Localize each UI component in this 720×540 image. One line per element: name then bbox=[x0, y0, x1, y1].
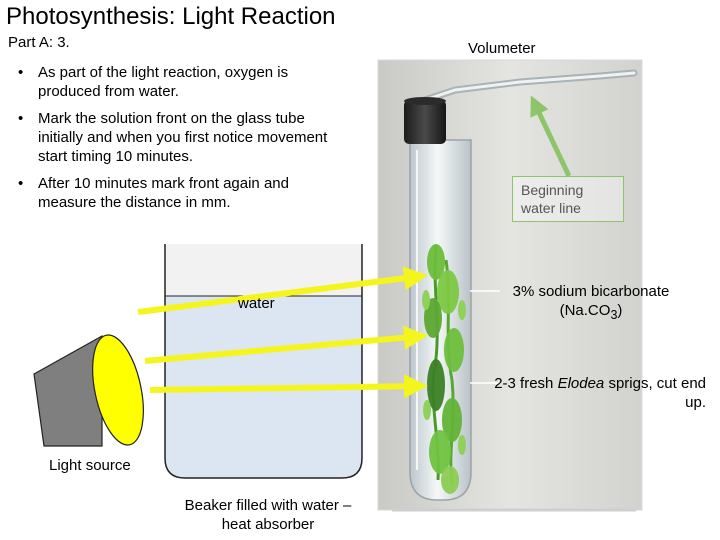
bicarbonate-label: 3% sodium bicarbonate (Na.CO3) bbox=[482, 282, 700, 325]
beaker-label: Beaker filled with water – heat absorber bbox=[184, 497, 352, 533]
rubber-stopper bbox=[404, 100, 446, 144]
water-label: water bbox=[238, 295, 275, 312]
bicarbonate-formula: (Na.CO3) bbox=[559, 302, 623, 322]
elodea-sprigs bbox=[422, 244, 466, 494]
light-source-label: Light source bbox=[49, 457, 131, 474]
slide-subtitle: Part A: 3. bbox=[8, 34, 70, 51]
light-rays bbox=[137, 266, 428, 399]
lamp-lens bbox=[92, 334, 144, 446]
beaker bbox=[164, 244, 363, 479]
water-line-arrow bbox=[530, 95, 572, 178]
bicarbonate-name: 3% sodium bicarbonate bbox=[512, 283, 670, 300]
instruction-item: As part of the light reaction, oxygen is… bbox=[18, 63, 338, 101]
instruction-list: As part of the light reaction, oxygen is… bbox=[18, 63, 338, 220]
beginning-water-line-label: Beginning water line bbox=[512, 176, 624, 222]
glass-tube bbox=[421, 69, 638, 104]
lamp bbox=[33, 334, 144, 447]
slide-title: Photosynthesis: Light Reaction bbox=[6, 3, 336, 30]
instruction-item: Mark the solution front on the glass tub… bbox=[18, 109, 338, 166]
instruction-item: After 10 minutes mark front again and me… bbox=[18, 174, 338, 212]
elodea-label: 2-3 fresh Elodea sprigs, cut end up. bbox=[494, 375, 706, 411]
elodea-species-name: Elodea bbox=[557, 375, 605, 392]
volumeter-label: Volumeter bbox=[468, 40, 536, 57]
